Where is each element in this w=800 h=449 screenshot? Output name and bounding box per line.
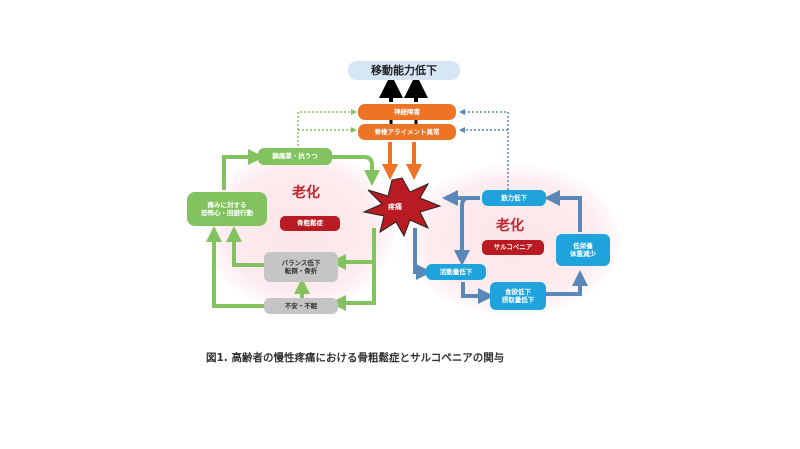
nutrition-node: 低栄養 体重減少 — [556, 234, 610, 266]
spine-alignment-box: 脊椎アライメント異常 — [358, 124, 456, 140]
balance-node: バランス低下 転倒・骨折 — [264, 252, 338, 282]
fear-node: 痛みに対する 恐怖心・回避行動 — [187, 192, 267, 226]
right-aging-label: 老化 — [496, 218, 524, 234]
sarcopenia-badge: サルコペニア — [482, 240, 544, 255]
muscle-node: 筋力低下 — [482, 190, 546, 206]
pain-burst-icon — [362, 177, 442, 238]
mobility-decline-box: 移動能力低下 — [348, 61, 460, 80]
appetite-node: 食欲低下 摂取量低下 — [490, 282, 546, 310]
left-aging-label: 老化 — [292, 185, 320, 201]
osteoporosis-badge: 骨粗鬆症 — [280, 216, 340, 231]
figure-caption: 図1. 高齢者の慢性疼痛における骨粗鬆症とサルコペニアの関与 — [206, 352, 505, 364]
drug-node: 鎮痛薬・抗うつ — [258, 148, 332, 165]
activity-node: 活動量低下 — [426, 264, 486, 280]
nerve-disorder-box: 神経障害 — [358, 104, 456, 120]
anxiety-node: 不安・不眠 — [264, 298, 338, 314]
pain-label: 疼痛 — [388, 203, 402, 211]
